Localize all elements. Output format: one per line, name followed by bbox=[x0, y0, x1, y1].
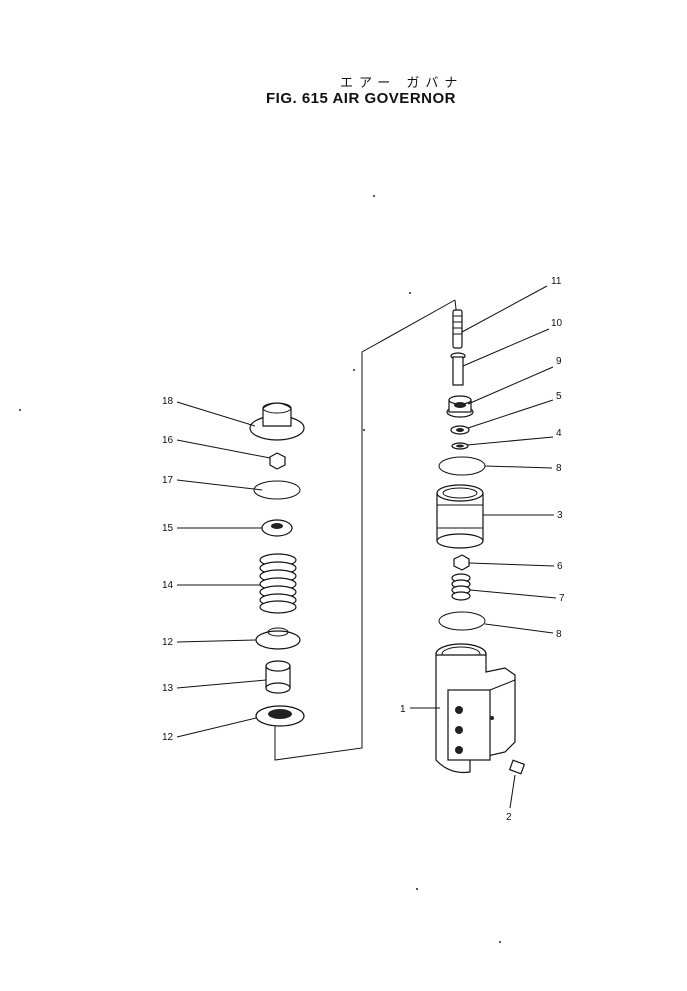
part-14-spring bbox=[259, 553, 297, 614]
scan-specks bbox=[19, 195, 501, 943]
assembly-connector-line bbox=[274, 299, 458, 761]
callout-13: 13 bbox=[162, 683, 174, 694]
part-3-cylinder bbox=[436, 484, 484, 549]
callout-10: 10 bbox=[551, 318, 563, 329]
part-5-washer bbox=[450, 425, 470, 435]
part-8-o-ring-upper bbox=[438, 456, 486, 476]
part-7-spring bbox=[451, 573, 471, 601]
leader-lines bbox=[176, 285, 557, 809]
figure-title: FIG. 615 AIR GOVERNOR bbox=[266, 90, 456, 107]
part-13-sleeve bbox=[265, 660, 291, 694]
part-2-plug bbox=[508, 759, 526, 775]
callout-9: 9 bbox=[556, 356, 562, 367]
callout-7: 7 bbox=[559, 593, 565, 604]
part-6-nut bbox=[453, 554, 470, 571]
part-12-seat-lower bbox=[255, 705, 305, 727]
callout-15: 15 bbox=[162, 523, 174, 534]
callout-6: 6 bbox=[557, 561, 563, 572]
part-12-seat-upper bbox=[255, 627, 301, 650]
callout-8-lower: 8 bbox=[556, 629, 562, 640]
callout-17: 17 bbox=[162, 475, 174, 486]
callout-4: 4 bbox=[556, 428, 562, 439]
callout-labels: 11 10 9 5 4 8 3 6 7 8 1 2 18 16 17 15 14… bbox=[162, 276, 565, 823]
part-16-nut bbox=[269, 452, 286, 470]
part-11-bolt bbox=[452, 309, 463, 349]
callout-18: 18 bbox=[162, 396, 174, 407]
callout-1: 1 bbox=[400, 704, 406, 715]
part-4-ring bbox=[451, 442, 469, 450]
part-8-o-ring-lower bbox=[438, 611, 486, 631]
callout-5: 5 bbox=[556, 391, 562, 402]
part-17-snap-ring bbox=[253, 480, 301, 500]
callout-8-upper: 8 bbox=[556, 463, 562, 474]
callout-12-lower: 12 bbox=[162, 732, 174, 743]
callout-12-upper: 12 bbox=[162, 637, 174, 648]
callout-2: 2 bbox=[506, 812, 512, 823]
callout-14: 14 bbox=[162, 580, 174, 591]
part-15-retainer bbox=[261, 519, 293, 537]
part-9-valve bbox=[446, 395, 474, 418]
part-1-body bbox=[435, 643, 516, 774]
part-10-pin bbox=[450, 352, 466, 386]
part-18-cap bbox=[249, 402, 305, 441]
callout-11: 11 bbox=[551, 276, 562, 287]
callout-3: 3 bbox=[557, 510, 563, 521]
callout-16: 16 bbox=[162, 435, 174, 446]
title-japanese: エアー ガバナ bbox=[340, 76, 464, 91]
